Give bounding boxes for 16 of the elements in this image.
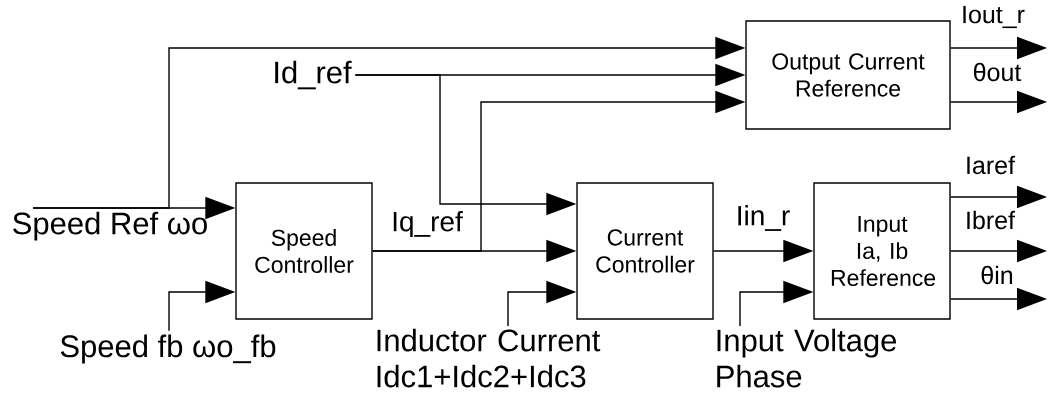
reference-box: Output Current Reference bbox=[745, 20, 951, 130]
edge-label: θin bbox=[979, 264, 1015, 286]
signal-label: Input Voltage Phase bbox=[717, 328, 897, 388]
signal-label: Id_ref bbox=[275, 60, 352, 90]
signal-label: Speed Ref ωo bbox=[13, 211, 207, 241]
edge-label: Iout_r bbox=[960, 4, 1026, 30]
edge-label: Iq_ref bbox=[390, 209, 464, 239]
edge-label: Iin_r bbox=[734, 204, 792, 232]
reference-box: Input Ia, Ib Reference bbox=[813, 182, 951, 320]
signal-label: Inductor Current Idc1+Idc2+Idc3 bbox=[377, 328, 601, 388]
edge-label: Iaref bbox=[964, 154, 1016, 176]
signal-label: Speed fb ωo_fb bbox=[60, 334, 276, 364]
edge-label: θout bbox=[971, 61, 1023, 83]
controller-box: Current Controller bbox=[576, 182, 714, 320]
edge-label: Ibref bbox=[964, 209, 1016, 231]
controller-box: Speed Controller bbox=[235, 182, 373, 320]
